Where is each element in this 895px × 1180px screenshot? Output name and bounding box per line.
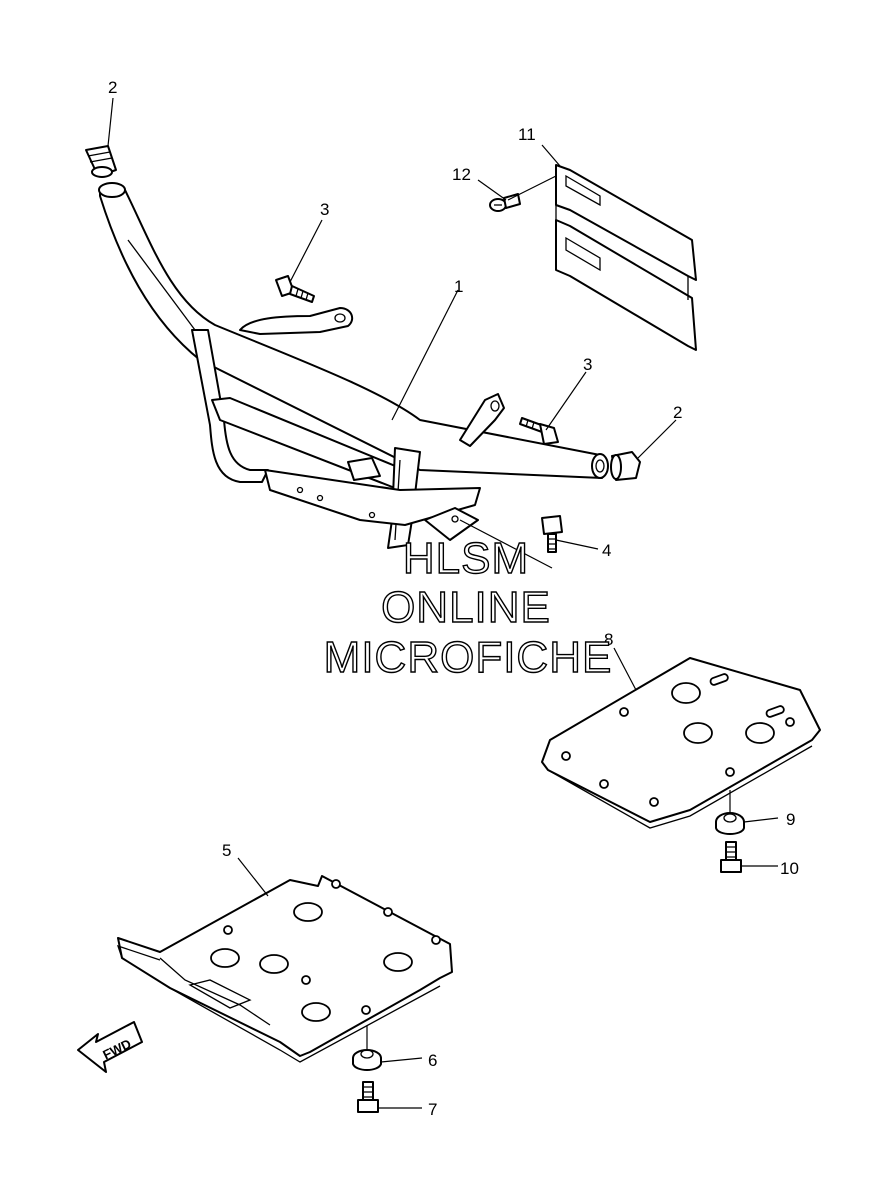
callout-1: 1 xyxy=(454,277,463,296)
grille-plates xyxy=(555,164,697,351)
callout-3-lower: 3 xyxy=(583,355,592,374)
watermark-line-2: ONLINE xyxy=(381,583,551,632)
screw-12 xyxy=(489,193,521,212)
cap-left xyxy=(85,145,117,178)
callout-3-upper: 3 xyxy=(320,200,329,219)
skid-plate-upper xyxy=(541,657,821,829)
callout-12: 12 xyxy=(452,165,471,184)
collar-9 xyxy=(715,812,745,835)
bolt-10 xyxy=(720,841,742,873)
callout-2-left: 2 xyxy=(108,78,117,97)
collar-6 xyxy=(352,1049,382,1071)
bolt-upper xyxy=(275,275,315,303)
callout-numbers: 2 3 1 3 2 4 11 12 8 9 10 5 6 7 xyxy=(108,78,799,1119)
callout-11: 11 xyxy=(518,125,536,144)
callout-7: 7 xyxy=(428,1100,437,1119)
bolt-lower xyxy=(519,417,559,445)
callout-2-right: 2 xyxy=(673,403,682,422)
callout-9: 9 xyxy=(786,810,795,829)
bolt-7 xyxy=(357,1081,379,1113)
leader-lines xyxy=(107,97,779,1109)
bumper-guard xyxy=(98,182,609,549)
callout-8: 8 xyxy=(604,630,613,649)
bolt-4 xyxy=(541,515,563,553)
skid-plate-lower xyxy=(116,875,453,1063)
watermark-line-3: MICROFICHE xyxy=(324,633,613,682)
watermark: HLSM ONLINE MICROFICHE xyxy=(323,533,613,682)
callout-4: 4 xyxy=(602,541,611,560)
fwd-arrow-icon: FWD xyxy=(77,1021,143,1073)
watermark-line-1: HLSM xyxy=(403,534,529,583)
callout-5: 5 xyxy=(222,841,231,860)
callout-6: 6 xyxy=(428,1051,437,1070)
callout-10: 10 xyxy=(780,859,799,878)
cap-right xyxy=(610,451,641,481)
